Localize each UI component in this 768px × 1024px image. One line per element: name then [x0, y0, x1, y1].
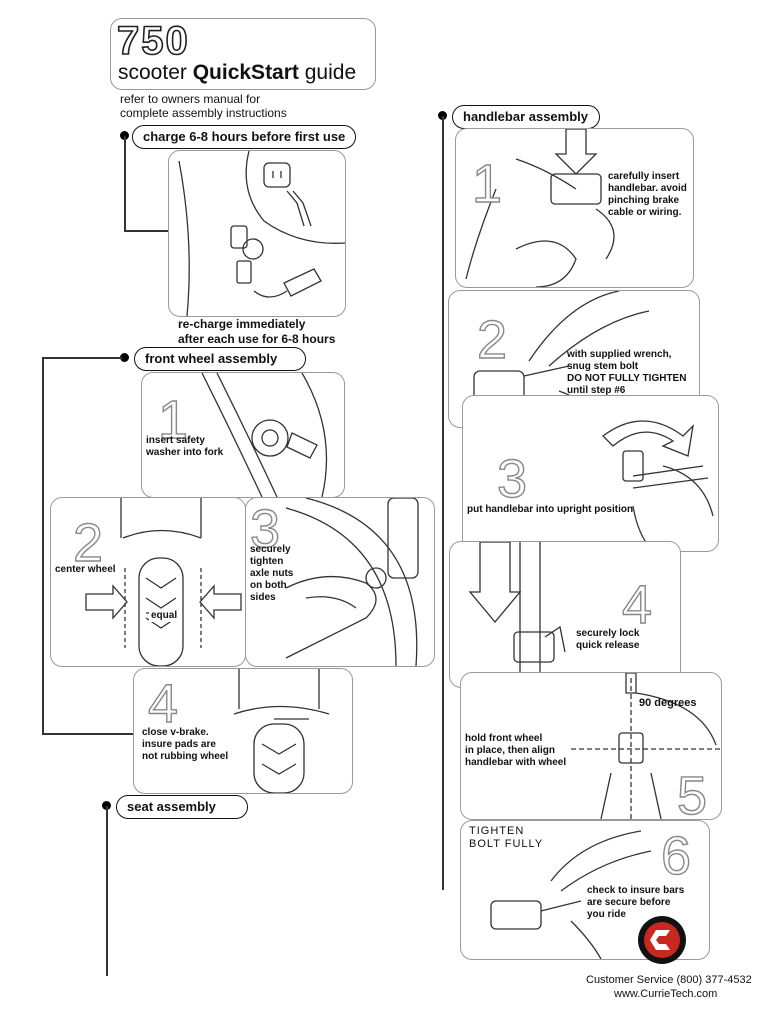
insert-handlebar-illustration: [465, 129, 615, 287]
front-wheel-pill: front wheel assembly: [134, 347, 306, 371]
axle-nut-illustration: [285, 498, 419, 666]
front-wheel-bullet: [120, 353, 129, 362]
front-wheel-step-2: 2 center wheel equal: [50, 497, 246, 667]
align-wheel-illustration: [571, 673, 721, 819]
charge-connector-h: [124, 230, 169, 232]
model-logo: 750: [116, 18, 190, 64]
recharge-note-1: re-charge immediately: [178, 317, 306, 331]
subtitle-line-2: complete assembly instructions: [120, 106, 287, 120]
handlebar-bullet: [438, 111, 447, 120]
seat-tube-illustration: [124, 821, 376, 976]
step-number: 6: [660, 826, 692, 886]
title-post: guide: [298, 61, 357, 84]
step-number: 1: [140, 819, 172, 879]
step-number: 2: [144, 901, 176, 961]
subtitle-line-1: refer to owners manual for: [120, 92, 261, 106]
step-number: 5: [676, 766, 708, 820]
front-wheel-connector-h: [42, 357, 122, 359]
step-number: 3: [496, 449, 528, 509]
seat-pill: seat assembly: [116, 795, 248, 819]
step-number: 2: [72, 513, 104, 573]
step-number: 4: [621, 575, 653, 635]
quick-release-illustration: [468, 542, 566, 687]
handlebar-connector-v: [442, 116, 444, 890]
handlebar-pill: handlebar assembly: [452, 105, 600, 129]
header-box: [110, 18, 376, 90]
front-wheel-connector-v: [42, 357, 44, 735]
title-bold: QuickStart: [192, 61, 299, 84]
front-wheel-connector-bottom: [42, 733, 134, 735]
recharge-note-2: after each use for 6-8 hours: [178, 332, 336, 346]
step-number: 2: [476, 310, 508, 370]
charge-panel: [168, 150, 346, 317]
step-caption: center wheel: [55, 564, 116, 575]
currie-logo: [638, 916, 686, 964]
degrees-label: 90 degrees: [639, 697, 697, 709]
step-number: 4: [147, 674, 179, 734]
title-pre: scooter: [118, 61, 193, 84]
step-number: 1: [471, 154, 503, 214]
charge-connector-v: [124, 136, 126, 231]
charge-pill: charge 6-8 hours before first use: [132, 125, 357, 149]
step-caption: put handlebar into upright position: [467, 504, 634, 515]
seat-connector-v: [106, 806, 108, 976]
v-brake-illustration: [233, 669, 330, 793]
fork-washer-illustration: [201, 373, 328, 497]
seat-bullet: [102, 801, 111, 810]
step-number: 1: [157, 390, 189, 450]
customer-service: Customer Service (800) 377-4532: [586, 974, 752, 986]
tighten-bolt-illustration: [490, 830, 652, 959]
equal-label: equal: [149, 610, 180, 622]
charger-illustration: [178, 151, 345, 316]
handlebar-step-3: 3 put handlebar into upright position: [462, 395, 719, 552]
website-link[interactable]: www.CurrieTech.com: [614, 988, 718, 1000]
step-number: 3: [249, 499, 281, 559]
page-title: scooter QuickStart guide: [118, 60, 356, 86]
charge-bullet: [120, 131, 129, 140]
